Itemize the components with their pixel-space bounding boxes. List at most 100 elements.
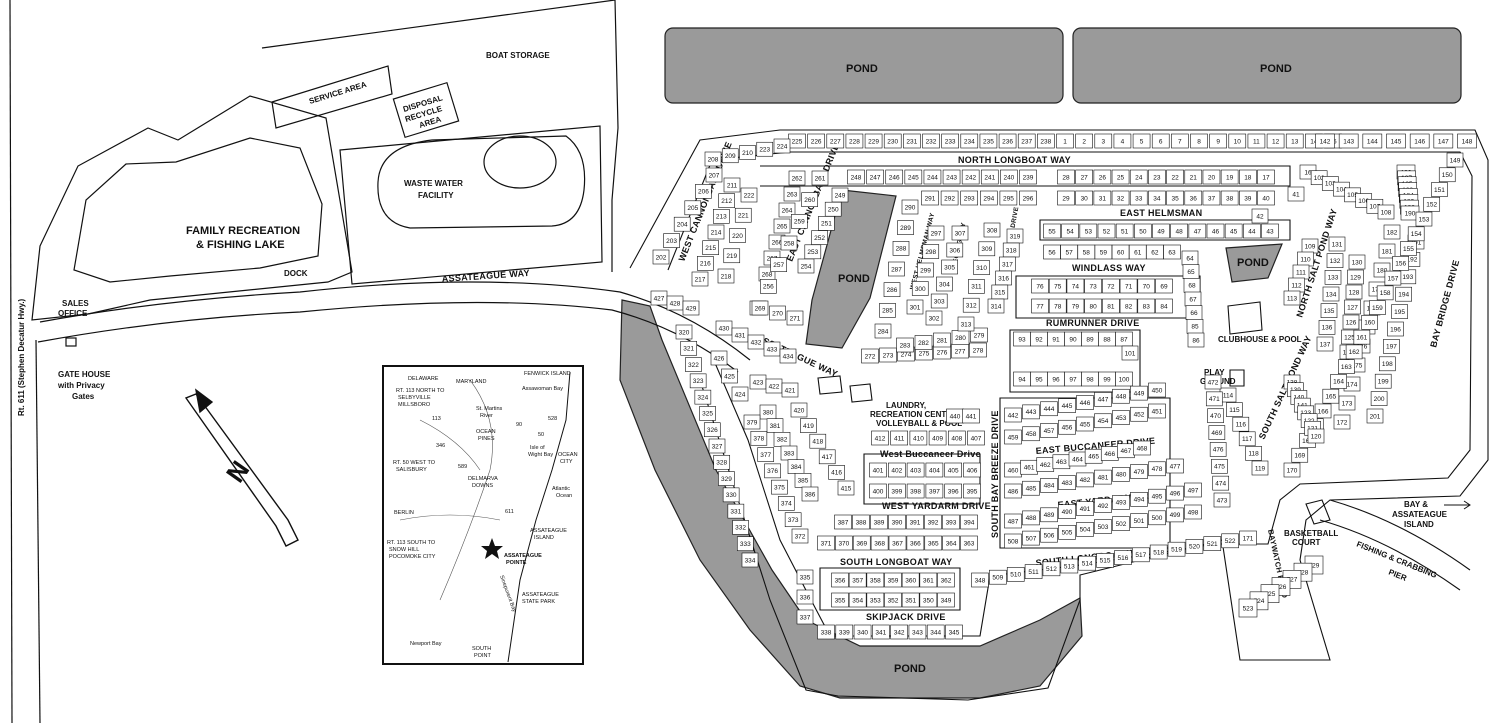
lot-box: [685, 357, 702, 372]
lot-number: 40: [1262, 195, 1270, 202]
road-north-longboat: NORTH LONGBOAT WAY: [958, 155, 1071, 165]
lot-number: 510: [1010, 572, 1021, 579]
lot-box: [969, 342, 987, 358]
lot-number: 326: [707, 427, 718, 434]
lot-box: [1058, 419, 1076, 435]
pond-south: [619, 299, 1083, 699]
lot-number: 133: [1328, 275, 1339, 282]
lot-box: [1287, 186, 1305, 202]
lot-box: [783, 186, 801, 202]
lake-enclosure: [31, 95, 353, 321]
lot-box: [897, 220, 914, 235]
lot-number: 163: [1341, 364, 1352, 371]
lot-number: 356: [835, 577, 846, 584]
lot-box: [1130, 491, 1148, 507]
lot-box: [979, 190, 998, 206]
lot-box: [1166, 507, 1184, 523]
lot-number: 507: [1026, 535, 1037, 542]
lot-number: 63: [1168, 249, 1176, 256]
lot-box: [1102, 298, 1120, 314]
clubhouse-outline: [1227, 301, 1263, 335]
lot-number: 385: [798, 478, 809, 485]
lot-box: [999, 190, 1018, 206]
lot-number: 406: [967, 467, 978, 474]
gate-house: [65, 337, 77, 347]
lot-number: 403: [910, 467, 921, 474]
lot-box: [771, 479, 788, 495]
lot-number: 396: [948, 488, 959, 495]
lot-number: 170: [1287, 467, 1298, 474]
road-south-bay-breeze: SOUTH BAY BREEZE DRIVE: [990, 410, 1000, 538]
lot-box: [1226, 402, 1243, 417]
lot-box: [906, 462, 925, 478]
lot-number: 301: [910, 304, 921, 311]
lot-box: [883, 133, 902, 149]
lot-number: 309: [981, 246, 992, 253]
lot-box: [801, 192, 818, 207]
north-arrow-shaft: [184, 393, 299, 547]
lot-number: 46: [1212, 228, 1220, 235]
lot-box: [1238, 598, 1258, 618]
lot-number: 292: [944, 195, 955, 202]
lot-number: 313: [961, 321, 972, 328]
lot-box: [960, 514, 978, 530]
lot-box: [739, 145, 756, 160]
lot-number: 237: [1021, 138, 1032, 145]
inset-frame: [382, 365, 584, 665]
lot-number: 425: [724, 373, 735, 380]
lot-box: [1431, 182, 1448, 197]
lot-box: [1322, 388, 1340, 404]
lot-box: [1369, 300, 1386, 315]
inset-rt113s-3: POCOMOKE CITY: [389, 554, 436, 560]
lot-number: 77: [1036, 303, 1044, 310]
lot-number: 112: [1291, 282, 1302, 289]
lot-box: [1384, 270, 1402, 286]
lot-number: 195: [1394, 309, 1405, 316]
lot-number: 164: [1333, 379, 1344, 386]
lot-box: [892, 241, 910, 256]
lot-box: [936, 276, 953, 292]
lot-number: 207: [709, 172, 720, 179]
lot-box: [800, 418, 817, 433]
bay-label-3: ISLAND: [1404, 520, 1434, 529]
lot-box: [1155, 278, 1173, 294]
lot-number: 158: [1380, 290, 1391, 297]
lot-number: 18: [1244, 174, 1252, 181]
lot-number: 285: [882, 308, 893, 315]
lot-box: [1184, 190, 1203, 206]
lot-box: [1383, 339, 1400, 354]
lot-box: [1112, 495, 1130, 510]
lot-number: 520: [1189, 544, 1200, 551]
pond-label-1: POND: [846, 63, 878, 75]
lot-box: [1433, 133, 1454, 149]
lot-number: 172: [1337, 419, 1348, 426]
lot-box: [942, 514, 960, 530]
lot-box: [1395, 286, 1412, 302]
lot-box: [1078, 555, 1096, 571]
lot-number: 51: [1121, 228, 1129, 235]
lot-number: 224: [777, 143, 788, 150]
lot-box: [769, 305, 786, 321]
lot-box: [961, 169, 980, 185]
lot-number: 308: [987, 227, 998, 234]
lot-number: 116: [1236, 422, 1247, 429]
lot-number: 319: [1010, 233, 1021, 240]
lot-box: [817, 624, 835, 640]
lot-number: 50: [1139, 228, 1147, 235]
lot-number: 494: [1134, 497, 1145, 504]
lot-box: [919, 572, 938, 588]
lot-box: [721, 148, 739, 164]
lot-number: 282: [918, 340, 929, 347]
lot-number: 275: [919, 350, 930, 357]
inset-isle-wight-2: Wight Bay: [528, 452, 553, 458]
lot-number: 459: [1008, 434, 1019, 441]
lot-number: 25: [1117, 174, 1125, 181]
lot-number: 368: [874, 540, 885, 547]
lot-number: 73: [1090, 283, 1098, 290]
lot-number: 516: [1118, 555, 1129, 562]
lot-box: [1378, 243, 1396, 259]
lot-number: 408: [951, 435, 962, 442]
lot-box: [1171, 133, 1189, 149]
lot-box: [1076, 416, 1094, 432]
